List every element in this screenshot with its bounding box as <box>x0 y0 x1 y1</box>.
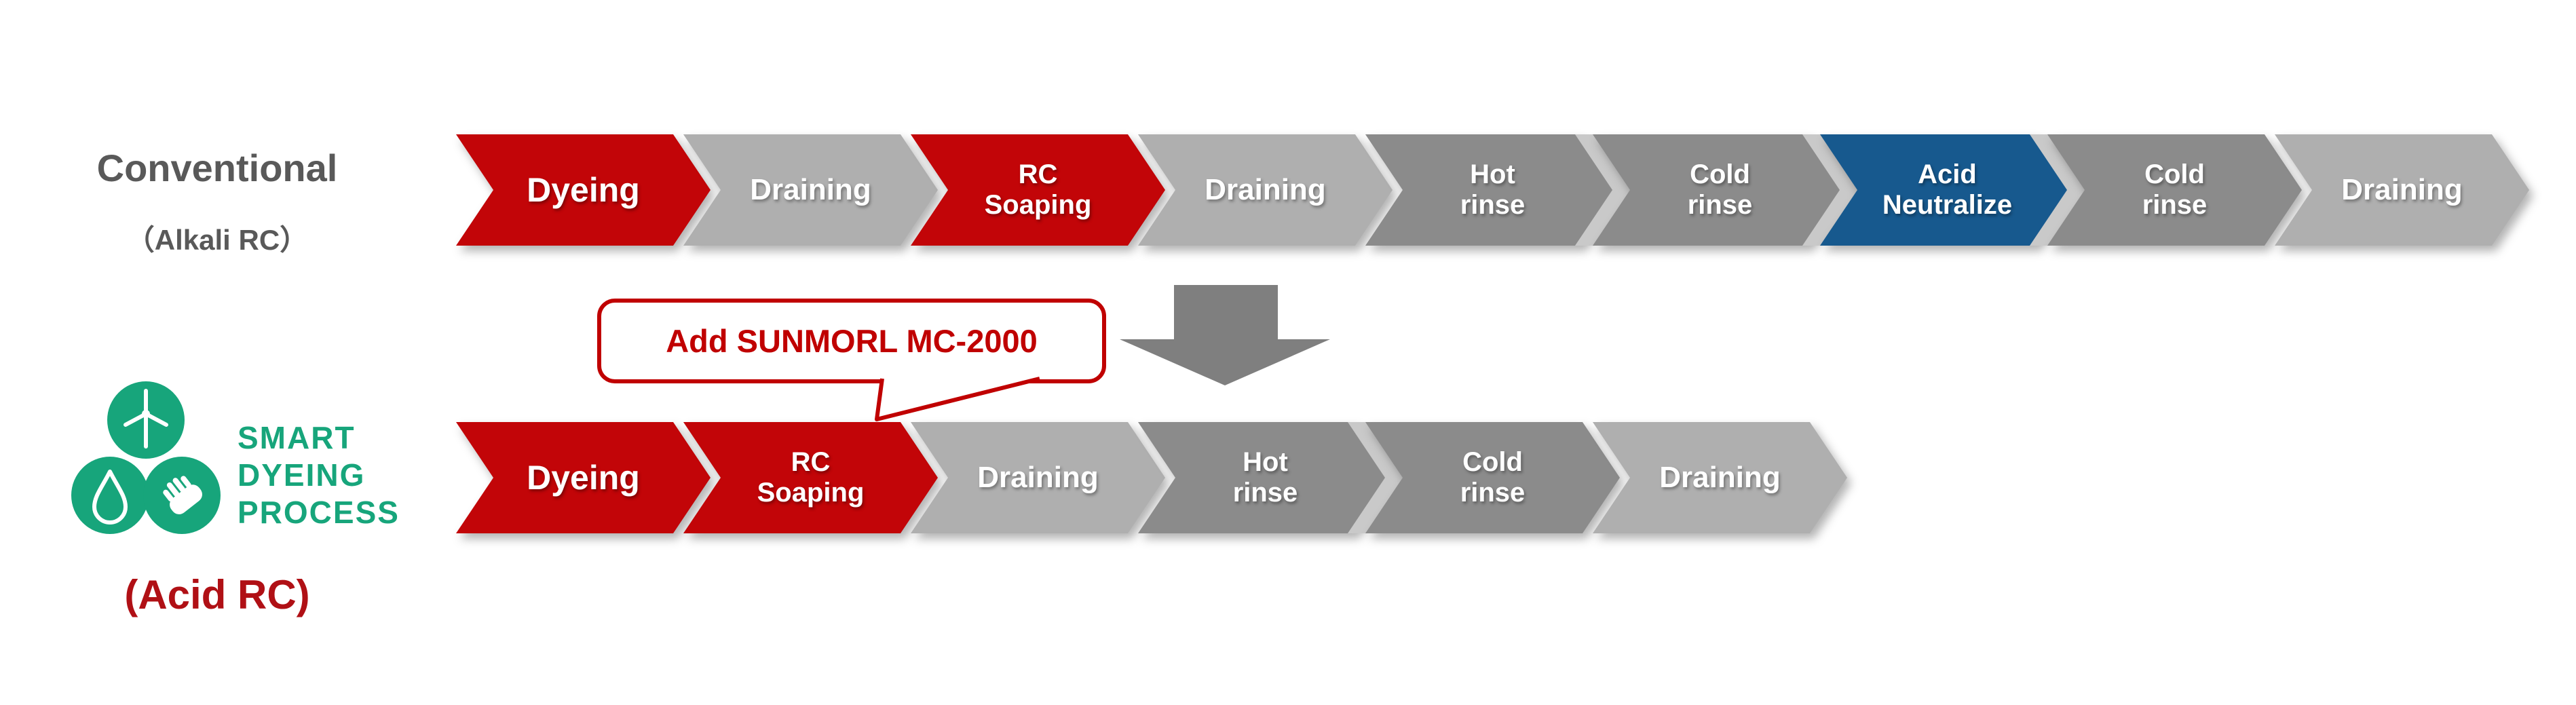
conventional-title: Conventional <box>96 147 338 189</box>
smart-subtitle: (Acid RC) <box>124 572 310 617</box>
arrow-label-line: Neutralize <box>1882 190 2013 220</box>
logo-circle-wind <box>107 381 185 459</box>
smart-dyeing-wordmark: SMART DYEING PROCESS <box>238 419 400 531</box>
arrow-label-line: rinse <box>2142 190 2208 220</box>
arrow-shape: Dyeing <box>456 422 711 533</box>
arrow-label-line: Acid <box>1918 159 1977 189</box>
brand-line-1: SMART <box>238 420 356 455</box>
arrow-label-line: Dyeing <box>527 458 640 497</box>
arrow-draining: Draining <box>683 134 938 246</box>
callout-bubble: Add SUNMORL MC-2000 <box>597 299 1106 383</box>
arrow-shape: Dyeing <box>456 134 711 246</box>
arrow-label: Draining <box>1593 422 1847 533</box>
arrow-dyeing: Dyeing <box>456 134 711 246</box>
arrow-label-line: Hot <box>1470 159 1515 189</box>
arrow-label-line: Cold <box>1462 446 1523 477</box>
arrow-label: Dyeing <box>456 422 711 533</box>
arrow-label-line: Soaping <box>984 190 1092 220</box>
arrow-label-line: Hot <box>1243 446 1288 477</box>
wind-turbine-icon <box>124 389 168 449</box>
water-drop-icon <box>92 470 128 525</box>
arrow-draining: Draining <box>2275 134 2529 246</box>
logo-circle-water <box>71 457 149 534</box>
callout-text: Add SUNMORL MC-2000 <box>666 323 1038 359</box>
arrow-label-line: Cold <box>1690 159 1750 189</box>
arrow-label-line: Draining <box>750 173 871 207</box>
down-arrow-icon <box>1120 285 1330 385</box>
arrow-label-line: rinse <box>1460 190 1526 220</box>
arrow-shape: Draining <box>2275 134 2529 246</box>
arrow-draining: Draining <box>911 422 1165 533</box>
brand-line-3: PROCESS <box>238 495 400 530</box>
arrow-label-line: RC <box>791 446 831 477</box>
arrow-label: Draining <box>683 134 938 246</box>
arrow-draining: Draining <box>1593 422 1847 533</box>
hand-icon <box>163 476 202 514</box>
arrow-label-line: rinse <box>1232 478 1298 508</box>
arrow-label-line: rinse <box>1687 190 1753 220</box>
arrow-shape: Draining <box>683 134 938 246</box>
arrow-label-line: Dyeing <box>527 170 640 209</box>
callout-tail <box>875 377 1040 421</box>
conventional-subtitle: （Alkali RC） <box>126 224 309 256</box>
arrow-label-line: RC <box>1018 159 1058 189</box>
arrow-dyeing: Dyeing <box>456 422 711 533</box>
arrow-label: Draining <box>2275 134 2529 246</box>
arrow-label-line: Draining <box>2341 173 2463 207</box>
arrow-label: Draining <box>1138 134 1393 246</box>
arrow-label-line: rinse <box>1460 478 1526 508</box>
arrow-label: Draining <box>911 422 1165 533</box>
arrow-shape: Draining <box>1593 422 1847 533</box>
arrow-label: Dyeing <box>456 134 711 246</box>
arrow-label-line: Draining <box>977 461 1099 495</box>
arrow-label-line: Cold <box>2144 159 2205 189</box>
arrow-label-line: Draining <box>1205 173 1326 207</box>
arrow-draining: Draining <box>1138 134 1393 246</box>
arrow-shape: Draining <box>1138 134 1393 246</box>
brand-line-2: DYEING <box>238 457 366 493</box>
logo-circle-hand <box>143 457 221 534</box>
arrow-label-line: Soaping <box>757 478 865 508</box>
arrow-label-line: Draining <box>1659 461 1781 495</box>
arrow-shape: Draining <box>911 422 1165 533</box>
